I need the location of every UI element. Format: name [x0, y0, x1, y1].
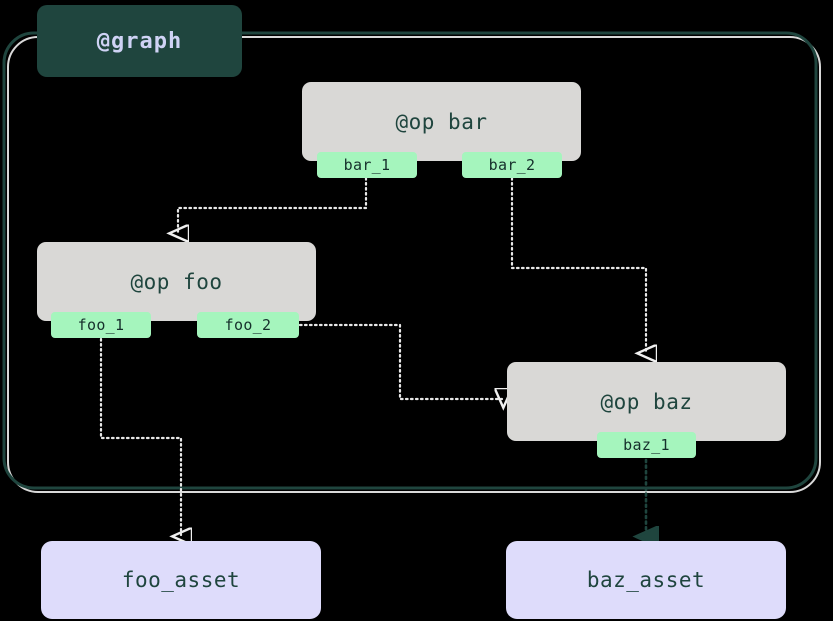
subgraph-label-graph[interactable]: @graph	[37, 5, 242, 77]
edge-bar1-to-foo	[178, 176, 368, 232]
asset-node-foo-asset[interactable]: foo_asset	[41, 541, 321, 619]
port-bar-2[interactable]: bar_2	[462, 152, 562, 178]
edge-bar2-to-baz	[510, 176, 646, 352]
op-node-baz[interactable]: @op baz	[507, 362, 786, 441]
edge-foo2-to-baz	[298, 323, 502, 399]
port-foo-2[interactable]: foo_2	[197, 312, 299, 338]
op-node-foo[interactable]: @op foo	[37, 242, 316, 321]
port-bar-1[interactable]: bar_1	[317, 152, 417, 178]
port-foo-1[interactable]: foo_1	[51, 312, 151, 338]
edge-foo1-to-fooasset	[99, 337, 181, 535]
subgraph-border	[2, 31, 818, 490]
asset-node-baz-asset[interactable]: baz_asset	[506, 541, 786, 619]
port-baz-1[interactable]: baz_1	[597, 432, 696, 458]
op-node-bar[interactable]: @op bar	[302, 82, 581, 161]
subgraph-border-shadow	[7, 36, 821, 493]
